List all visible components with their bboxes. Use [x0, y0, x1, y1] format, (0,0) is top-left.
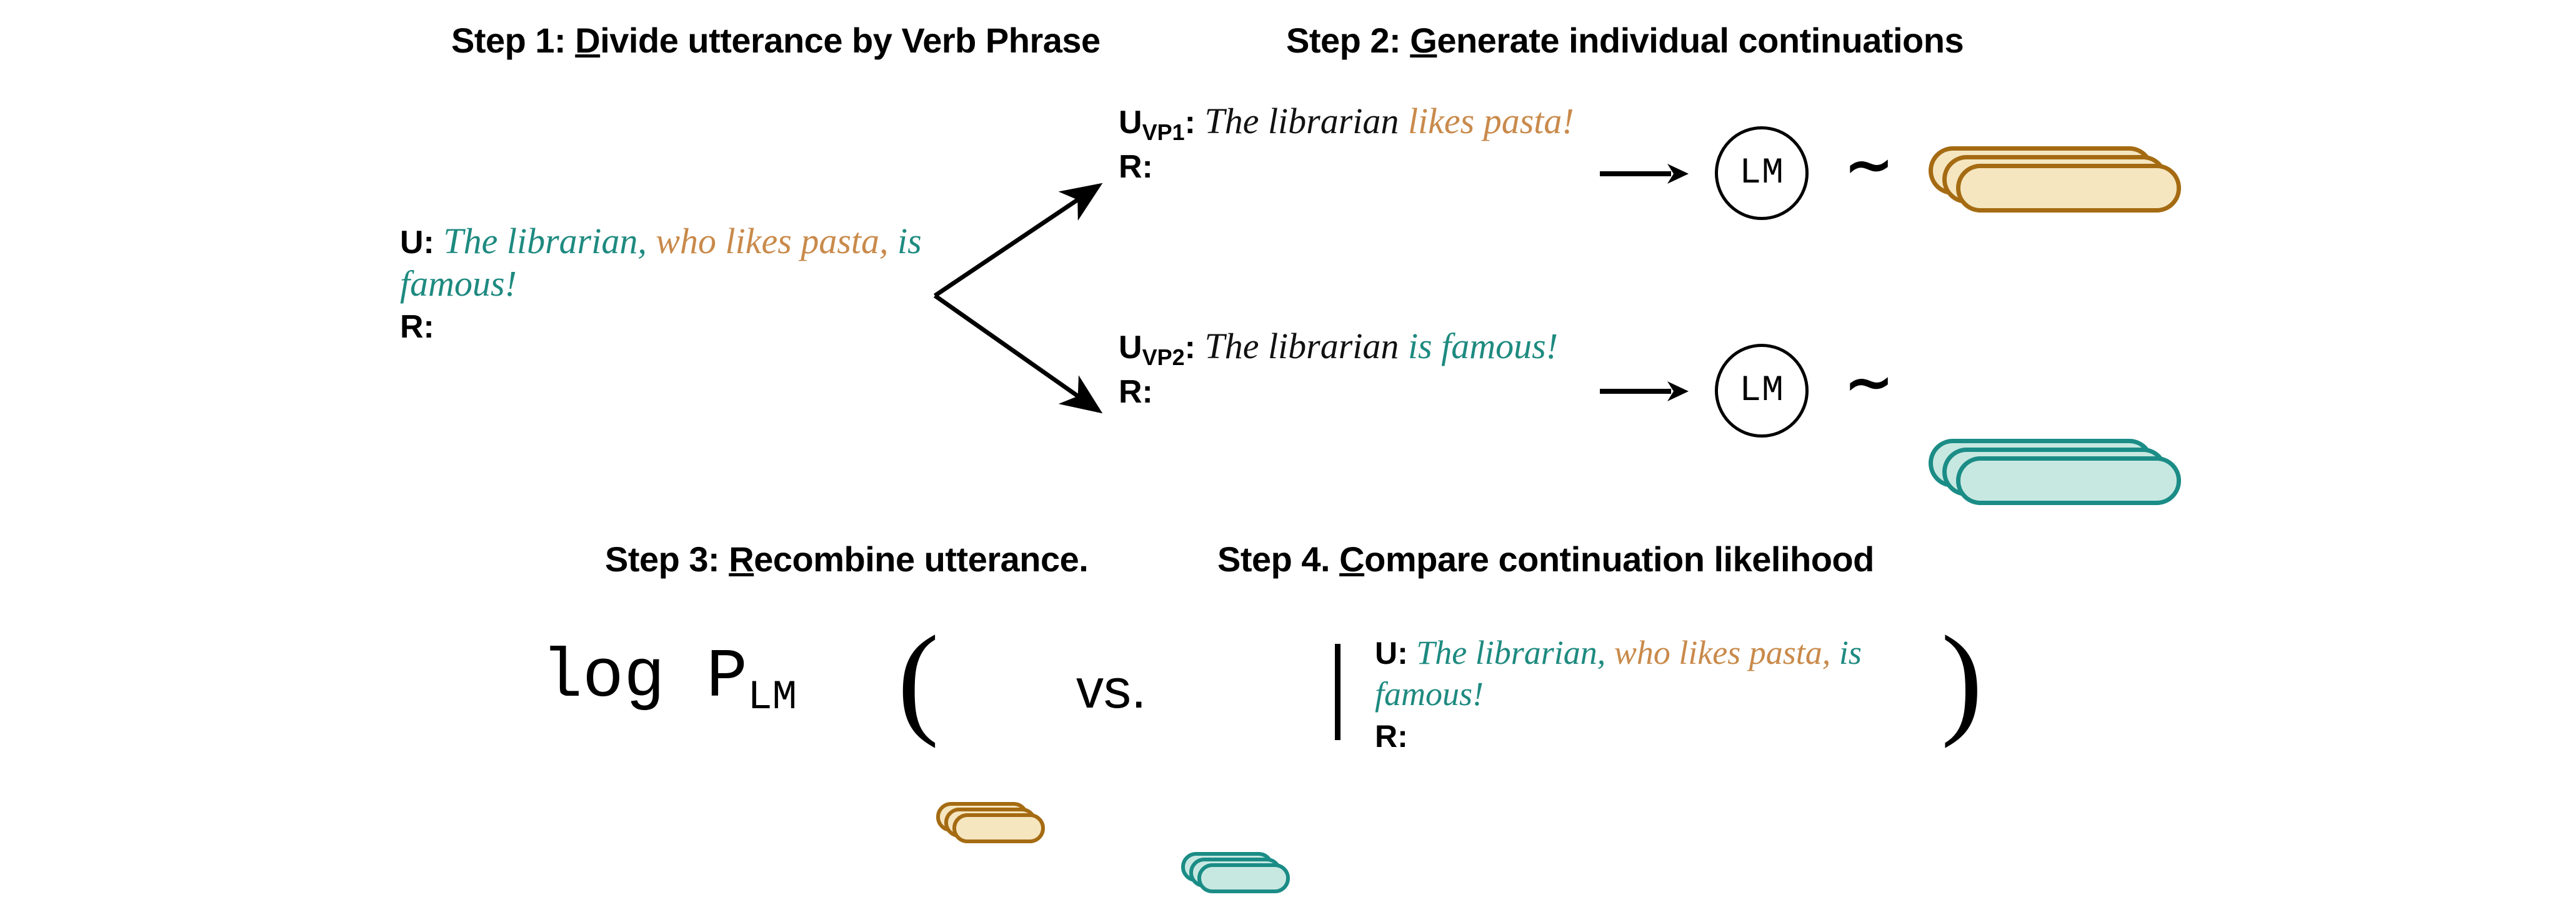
formula-condition-seg-0: The librarian, — [1416, 634, 1606, 671]
vp2-response-tag: R: — [1119, 374, 1153, 411]
branch-arrow-up — [934, 183, 1103, 298]
step-3-rest: ecombine utterance. — [754, 539, 1089, 579]
sample-tilde-top-glyph: ∼ — [1845, 133, 1894, 197]
vp2-tag-colon: : — [1184, 329, 1196, 366]
source-utterance-block: U: The librarian, who likes pasta, is fa… — [400, 220, 925, 346]
step-3-underlined-letter: R — [729, 539, 754, 579]
vp1-utterance-block: UVP1: The librarian likes pasta! R: — [1119, 100, 1594, 187]
formula-close-paren-glyph: ) — [1941, 611, 1983, 749]
step-1-prefix: Step 1: — [451, 21, 576, 60]
formula-log: log — [541, 639, 666, 717]
vp1-tag: UVP1: — [1119, 104, 1196, 145]
lm-bubble-bottom: LM — [1715, 344, 1809, 438]
vp2-seg-1: is famous! — [1399, 326, 1559, 366]
sample-tilde-bottom-glyph: ∼ — [1845, 351, 1894, 414]
step-4-prefix: Step 4. — [1217, 539, 1340, 579]
formula-condition-seg-2: is famous! — [1375, 634, 1862, 713]
vp2-seg-0: The librarian — [1204, 326, 1399, 366]
step-2-prefix: Step 2: — [1286, 21, 1410, 60]
formula-p: P — [706, 639, 748, 717]
step-1-heading: Step 1: Divide utterance by Verb Phrase — [451, 20, 1101, 61]
teal-sheet-1 — [1956, 456, 2181, 505]
step-2-heading: Step 2: Generate individual continuation… — [1286, 20, 1964, 61]
branch-arrows — [933, 183, 1103, 414]
source-utterance-seg-2: is famous! — [400, 221, 922, 304]
step-2-rest: enerate individual continuations — [1437, 21, 1964, 60]
formula-condition-response-tag: R: — [1375, 718, 1408, 754]
vp2-utterance-block: UVP2: The librarian is famous! R: — [1119, 325, 1594, 412]
step-2-underlined-letter: G — [1410, 21, 1437, 60]
formula-teal-sheet-1 — [1197, 863, 1290, 893]
formula-conditional-bar — [1335, 644, 1340, 740]
formula-vs-glyph: vs. — [1076, 658, 1147, 719]
vp1-to-lm-arrow — [1597, 155, 1691, 196]
orange-continuation-stack — [1929, 146, 2191, 221]
formula-orange-sheet-1 — [952, 813, 1045, 843]
vp2-to-lm-arrow — [1597, 373, 1691, 413]
step-1-underlined-letter: D — [575, 21, 601, 60]
vp1-tag-colon: : — [1184, 104, 1196, 141]
vp1-tag-subscript: VP1 — [1142, 119, 1185, 145]
formula-vs-label: vs. — [1076, 661, 1146, 716]
source-response-tag: R: — [400, 308, 434, 345]
formula-open-paren: ( — [897, 618, 939, 743]
vp1-response-tag: R: — [1119, 149, 1153, 186]
vp1-seg-1: likes pasta! — [1399, 101, 1574, 141]
source-utterance-seg-1: who likes pasta, — [646, 221, 889, 261]
sample-tilde-top: ∼ — [1845, 136, 1893, 194]
formula-orange-stack — [936, 802, 1055, 852]
lm-label-bottom: LM — [1739, 370, 1784, 411]
orange-sheet-1 — [1956, 164, 2181, 213]
formula-log-p: log PLM — [541, 644, 797, 718]
lm-bubble-top: LM — [1715, 126, 1809, 220]
vp1-tag-letter: U — [1119, 104, 1142, 141]
formula-open-paren-glyph: ( — [897, 611, 939, 749]
source-utterance-seg-0: The librarian, — [443, 221, 647, 261]
sample-tilde-bottom: ∼ — [1845, 354, 1893, 411]
branch-arrow-down — [933, 294, 1103, 414]
formula-condition-seg-1: who likes pasta, — [1605, 634, 1831, 671]
vp2-tag-subscript: VP2 — [1142, 344, 1185, 370]
vp1-seg-0: The librarian — [1204, 101, 1399, 141]
formula-p-subscript: LM — [747, 673, 797, 721]
source-utterance-tag: U: — [400, 224, 434, 261]
step-3-prefix: Step 3: — [605, 539, 729, 579]
formula-close-paren: ) — [1941, 618, 1983, 743]
step-4-heading: Step 4. Compare continuation likelihood — [1217, 539, 1874, 579]
formula-teal-stack — [1181, 852, 1300, 902]
teal-continuation-stack — [1929, 439, 2191, 514]
step-3-heading: Step 3: Recombine utterance. — [605, 539, 1089, 579]
step-4-underlined-letter: C — [1339, 539, 1365, 579]
lm-label-top: LM — [1739, 153, 1784, 194]
vp2-tag: UVP2: — [1119, 329, 1196, 370]
step-1-rest: ivide utterance by Verb Phrase — [600, 21, 1101, 60]
step-4-rest: ompare continuation likelihood — [1364, 539, 1874, 579]
formula-condition-tag: U: — [1375, 636, 1408, 671]
vp2-tag-letter: U — [1119, 329, 1142, 366]
formula-condition-block: U: The librarian, who likes pasta, is fa… — [1375, 633, 1887, 756]
